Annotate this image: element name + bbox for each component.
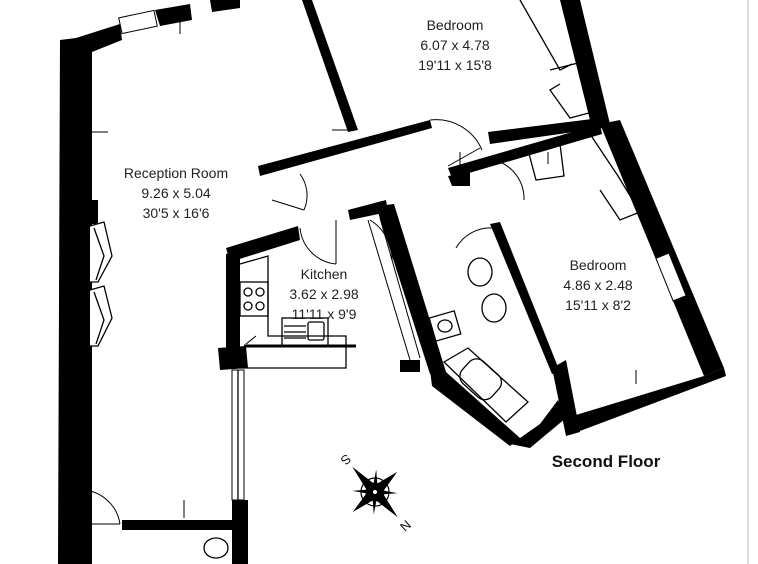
room-labels: Bedroom 6.07 x 4.78 19'11 x 15'8 Recepti…: [124, 17, 633, 322]
fixtures: [239, 0, 641, 369]
kitchen-left-wall: [226, 252, 240, 362]
sink: [281, 317, 329, 347]
kitchen-metric: 3.62 x 2.98: [289, 286, 358, 302]
bay-windows: [89, 221, 113, 347]
door-entrance: [77, 489, 121, 525]
bedroom2-left-wall: [552, 360, 580, 436]
reception-imperial: 30'5 x 16'6: [143, 205, 210, 221]
kitchen-imperial: 11'11 x 9'9: [292, 306, 357, 322]
doors: [77, 119, 525, 525]
bedroom2-imperial: 15'11 x 8'2: [565, 297, 631, 313]
reception-bedroom-wall: [302, 0, 358, 132]
bathroom-bottom-wall: [510, 400, 566, 448]
toilet: [467, 257, 493, 287]
hall-top-wall: [258, 120, 432, 176]
bedroom2-name: Bedroom: [570, 257, 627, 273]
kitchen-top-wall: [226, 226, 300, 262]
bedroom1-imperial: 19'11 x 15'8: [418, 57, 492, 73]
door-bedroom2: [493, 159, 525, 201]
door-reception: [299, 173, 308, 211]
bedroom1-bottom-wall: [448, 124, 602, 178]
kitchen-name: Kitchen: [301, 266, 348, 282]
floor-label: Second Floor: [552, 452, 661, 471]
lower-partition-wall: [122, 520, 240, 530]
bedroom1-name: Bedroom: [427, 17, 484, 33]
bathroom-kitchen-wall: [376, 204, 446, 374]
bedroom1-right-wall: [560, 0, 610, 128]
lower-hall-wall: [232, 500, 248, 564]
basin: [428, 310, 462, 342]
outer-walls: [58, 0, 726, 564]
windows: [118, 9, 687, 501]
bedroom2-metric: 4.86 x 2.48: [563, 277, 632, 293]
lower-toilet: [203, 537, 229, 559]
door-bedroom1: [429, 119, 483, 151]
hall-partition: [348, 200, 388, 220]
compass-south: S: [337, 451, 354, 468]
bedroom1-metric: 6.07 x 4.78: [420, 37, 489, 53]
bedroom2-bathroom-wall: [490, 222, 560, 374]
kitchen-appliances: [239, 281, 329, 347]
compass-rose-icon: S N: [337, 451, 414, 534]
bedroom2-bottom-wall: [566, 368, 726, 434]
bathroom-fixtures: [203, 257, 529, 559]
left-outer-wall: [58, 36, 92, 564]
reception-metric: 9.26 x 5.04: [141, 185, 210, 201]
bidet: [481, 293, 507, 323]
top-wall-segment: [155, 4, 192, 26]
wall-pillar: [218, 346, 248, 370]
window-bedroom2: [655, 252, 687, 302]
bathroom-left-wall: [430, 370, 520, 446]
bath: [442, 347, 529, 423]
bedroom2-right-wall: [600, 120, 724, 376]
window-top-1: [118, 9, 158, 35]
interior-walls: [86, 0, 602, 374]
hob: [239, 281, 269, 317]
compass-north: N: [397, 517, 414, 534]
door-kitchen: [299, 227, 337, 265]
reception-name: Reception Room: [124, 165, 228, 181]
markers: [92, 22, 637, 518]
